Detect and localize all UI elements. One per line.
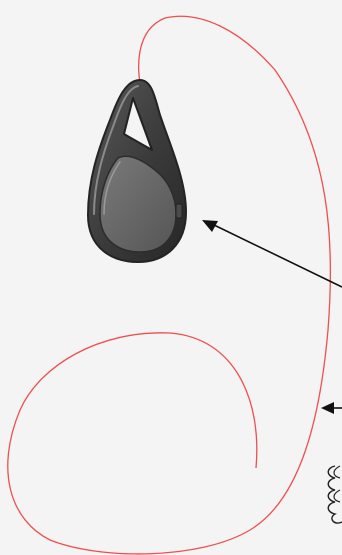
- leader-arrow-fob: [202, 220, 342, 287]
- wire: [8, 16, 331, 554]
- fob-side-notch: [176, 204, 182, 218]
- coil-spring-icon: [328, 466, 342, 523]
- fob-body: [88, 80, 186, 262]
- leader-line: [212, 224, 342, 287]
- arrowhead: [321, 402, 334, 414]
- leader-arrow-wire: [321, 402, 342, 414]
